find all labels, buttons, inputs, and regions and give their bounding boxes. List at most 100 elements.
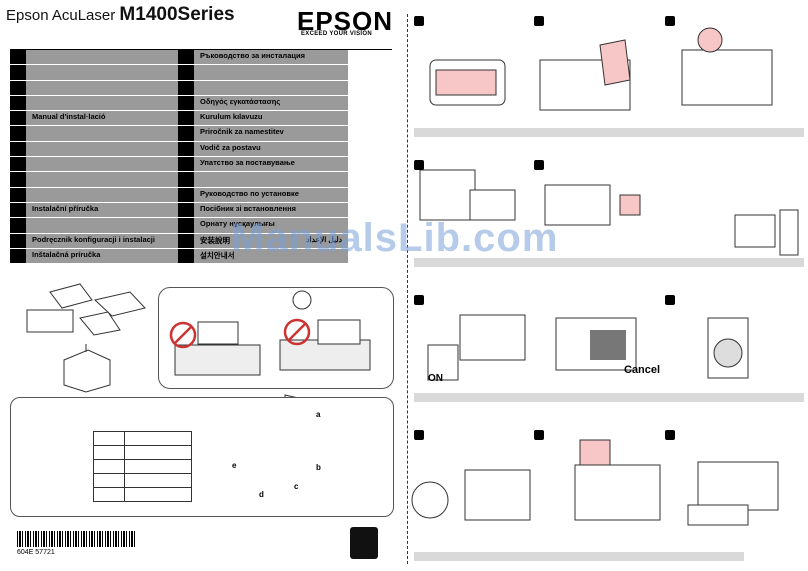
- language-label: Manual d'instal·lació: [32, 112, 106, 122]
- cancel-label: Cancel: [624, 364, 661, 376]
- language-row: [178, 172, 348, 188]
- language-label: Ръководство за инсталация: [200, 51, 305, 60]
- language-row: 安装說明 دليل الإعداد: [178, 233, 348, 249]
- language-marker: [178, 95, 194, 111]
- language-row: [10, 50, 178, 66]
- step-marker: [414, 430, 424, 440]
- language-marker: [10, 126, 26, 141]
- step2-printer: [539, 39, 631, 111]
- language-marker: [178, 65, 194, 80]
- language-row: Manual d'instal·lació: [10, 111, 178, 127]
- language-marker: [178, 233, 194, 248]
- language-marker: [178, 218, 194, 233]
- language-row: [10, 187, 178, 203]
- epson-logo: EPSON: [297, 6, 394, 36]
- language-marker: [10, 233, 26, 248]
- step10-tray: [411, 469, 531, 521]
- language-row: 설치안내서: [178, 248, 348, 265]
- language-marker: [10, 202, 26, 218]
- on-label: ON: [428, 373, 443, 384]
- language-label: Kurulum kılavuzu: [200, 112, 263, 122]
- language-row: [10, 172, 178, 188]
- no-moisture-warning: [169, 321, 261, 376]
- language-row: [178, 80, 348, 96]
- language-row: Руководство по установке: [178, 187, 348, 203]
- step-marker: [534, 16, 544, 26]
- language-marker: [178, 202, 194, 218]
- unpack-illustration: [26, 283, 146, 393]
- progress-band: [414, 258, 804, 267]
- clearance-label-a: a: [316, 410, 321, 419]
- language-label: Podręcznik konfiguracji i instalacji: [32, 234, 155, 244]
- step-marker: [665, 16, 675, 26]
- language-row: Priročnik za namestitev: [178, 126, 348, 142]
- document-title: Epson AcuLaser M1400Series: [6, 4, 235, 26]
- language-marker: [10, 218, 26, 233]
- language-marker: [10, 187, 26, 202]
- language-row: [10, 65, 178, 81]
- language-marker: [10, 141, 26, 157]
- language-label: Vodič za postavu: [200, 142, 261, 152]
- language-row: [10, 95, 178, 112]
- language-row: [10, 80, 178, 96]
- step-marker: [665, 295, 675, 305]
- clearance-label-c: c: [294, 482, 299, 491]
- language-row: [178, 65, 348, 81]
- language-label: 安装說明: [200, 235, 230, 245]
- language-marker: [178, 141, 194, 157]
- energy-star-logo: [350, 527, 378, 559]
- language-marker: [10, 172, 26, 187]
- step12-printer: [687, 461, 779, 526]
- language-marker: [178, 248, 194, 264]
- step3-printer: [681, 27, 773, 106]
- clearance-label-d: d: [259, 490, 264, 499]
- barcode: [17, 531, 137, 547]
- clearance-label-e: e: [232, 461, 237, 470]
- language-row: Instalační příručka: [10, 202, 178, 219]
- step7-power: [427, 314, 526, 381]
- language-row: [10, 126, 178, 142]
- language-marker: [178, 111, 194, 126]
- language-row: Podręcznik konfiguracji i instalacji: [10, 233, 178, 249]
- step1-printer: [429, 59, 506, 106]
- language-label-rtl: دليل الإعداد: [306, 234, 342, 244]
- language-label: Руководство по установке: [200, 188, 299, 198]
- language-label: Priročnik za namestitev: [200, 127, 284, 137]
- language-label: Instalační příručka: [32, 203, 99, 213]
- progress-band: [414, 393, 804, 402]
- step-marker: [534, 160, 544, 170]
- language-row: Ръководство за инсталация: [178, 50, 348, 66]
- language-marker: [10, 248, 26, 264]
- language-label: Οδηγός εγκατάστασης: [200, 96, 281, 106]
- watermark: ManualsLib.com: [231, 216, 559, 260]
- clearance-table: [93, 431, 192, 502]
- language-marker: [178, 187, 194, 202]
- step-marker: [414, 16, 424, 26]
- language-marker: [178, 80, 194, 95]
- language-marker: [178, 50, 194, 65]
- language-row: Vodič za postavu: [178, 141, 348, 158]
- language-row: [10, 218, 178, 234]
- language-row: [10, 157, 178, 173]
- series-label: Series: [177, 4, 235, 25]
- language-label: Упатство за поставување: [200, 158, 295, 168]
- language-label: 설치안내서: [200, 250, 235, 260]
- language-label: Inštalačná príručka: [32, 249, 101, 259]
- clearance-label-b: b: [316, 463, 321, 472]
- language-row: Kurulum kılavuzu: [178, 111, 348, 127]
- language-marker: [10, 111, 26, 126]
- step5-printer: [544, 184, 641, 226]
- no-heat-warning: [279, 290, 371, 371]
- progress-band: [414, 552, 744, 561]
- clearance-panel: [10, 397, 394, 517]
- step-marker: [534, 430, 544, 440]
- language-marker: [10, 80, 26, 95]
- language-row: Упатство за поставување: [178, 157, 348, 173]
- language-marker: [178, 126, 194, 141]
- language-row: [10, 141, 178, 158]
- epson-tagline: EXCEED YOUR VISION: [301, 31, 372, 37]
- model-number: M1400: [119, 4, 178, 25]
- language-marker: [178, 157, 194, 172]
